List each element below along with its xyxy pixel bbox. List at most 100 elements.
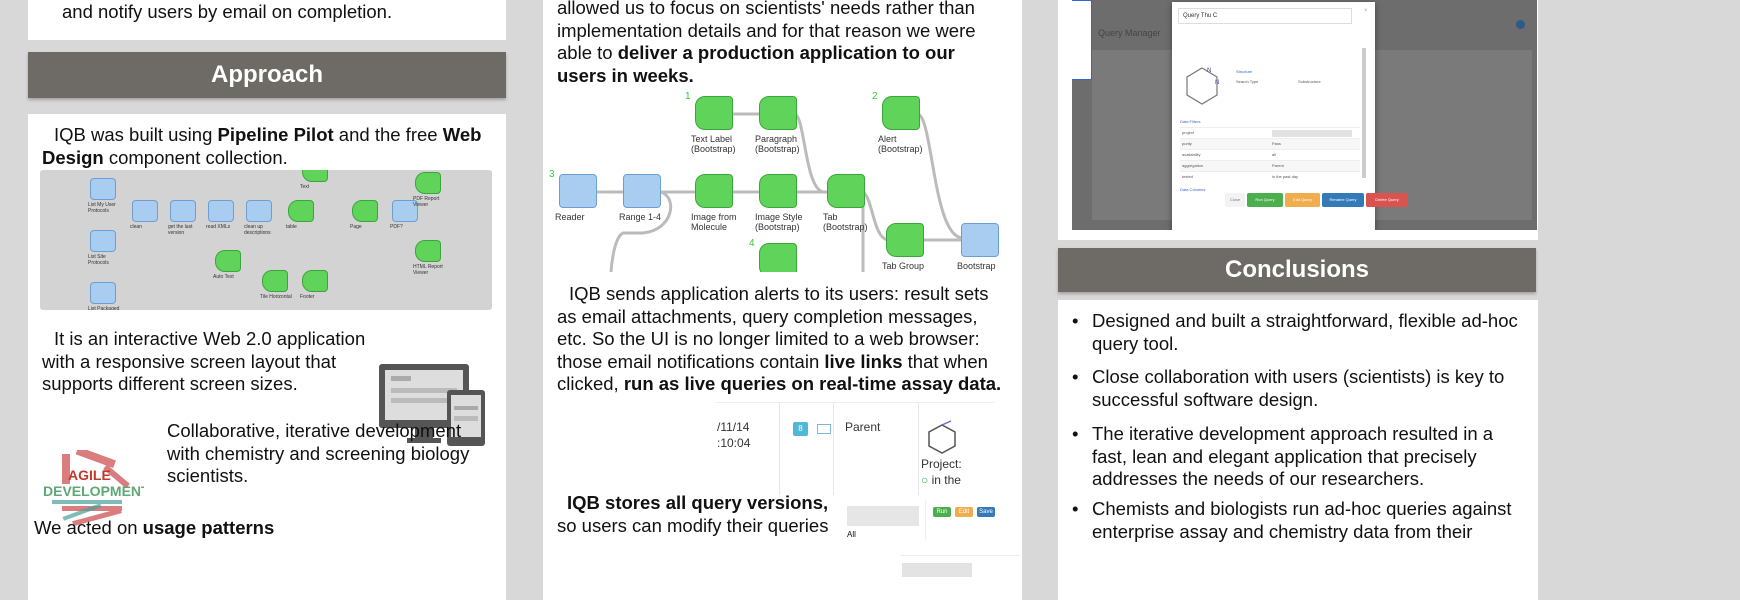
pipeline-node <box>623 174 661 208</box>
pipeline-node-label: clean up descriptions <box>244 224 271 236</box>
pipeline-node <box>695 96 733 130</box>
pipeline-node <box>886 223 924 257</box>
versions-all-label: All <box>847 530 856 539</box>
email-aggregation: Parent <box>845 420 881 434</box>
pipeline-node <box>827 174 865 208</box>
approach-header: Approach <box>28 52 506 98</box>
search-type-value: Substructure <box>1298 79 1321 84</box>
pipeline-node-label: Text Label (Bootstrap) <box>691 134 736 154</box>
pipeline-node-label: Range 1-4 <box>619 212 662 222</box>
pipeline-node <box>961 223 999 257</box>
pipeline-node-label: PDF? <box>390 224 403 230</box>
pipeline-node <box>415 172 441 194</box>
rename-query-button[interactable]: Rename Query <box>1322 193 1364 207</box>
columns-header: Data Columns <box>1180 187 1206 192</box>
approach-title: Approach <box>210 61 323 88</box>
pipeline-node <box>415 240 441 262</box>
help-icon[interactable] <box>1516 20 1525 29</box>
query-versions-snippet: Run <box>900 555 1020 600</box>
pipeline-node <box>302 170 328 182</box>
email-icon[interactable] <box>817 424 831 434</box>
pipeline-node-label: Tab Group (Bootstrap) <box>882 261 927 272</box>
pipeline-node-label: Tab (Bootstrap) <box>823 212 868 232</box>
weeks-delivery-text: allowed us to focus on scientists' needs… <box>557 0 976 86</box>
svg-text:N: N <box>1207 68 1211 74</box>
count-badge[interactable]: 8 <box>793 422 808 436</box>
svg-text:N: N <box>1215 80 1219 86</box>
modal-close-icon[interactable]: × <box>1364 8 1368 14</box>
pipeline-node-label: get the last version <box>168 224 193 236</box>
pipeline-node-label: table <box>286 224 297 230</box>
pipeline-node-label: PDF Report Viewer <box>413 196 440 208</box>
pipeline-node <box>90 230 116 252</box>
pipeline-node-label: Image from Molecule <box>691 212 737 232</box>
pipeline-node <box>262 270 288 292</box>
filter-key: aggregation <box>1182 163 1204 168</box>
filter-row: project <box>1180 127 1360 138</box>
email-project: Project: <box>921 457 962 471</box>
pipeline-node <box>90 282 116 304</box>
pipeline-node-label: clean <box>130 224 142 230</box>
pipeline-node-label: read XMLs <box>206 224 231 230</box>
pipeline-node <box>759 243 797 272</box>
left-top-text: and notify users by email on completion. <box>62 1 393 22</box>
pipeline-node <box>170 200 196 222</box>
edit-query-button[interactable]: Edit Query <box>1285 193 1320 207</box>
email-in-the: ○ in the <box>921 473 961 487</box>
conclusion-item: Chemists and biologists run ad-hoc queri… <box>1072 498 1522 543</box>
filter-key: tested <box>1182 174 1193 179</box>
pipeline-node-label: Image Style (Bootstrap) <box>755 212 803 232</box>
node-number: 3 <box>549 169 555 180</box>
pipeline-node <box>90 178 116 200</box>
pipeline-node <box>695 174 733 208</box>
pipeline-node-label: Text <box>300 184 310 190</box>
pipeline-node-label: Paragraph (Bootstrap) <box>755 134 800 154</box>
web20-text: It is an interactive Web 2.0 application… <box>42 328 366 394</box>
pyridazine-structure: NN <box>1186 67 1219 105</box>
pipeline-node <box>215 250 241 272</box>
pipeline-node-label: Alert (Bootstrap) <box>878 134 923 154</box>
pipeline-node <box>882 96 920 130</box>
pipeline-node-label: Tile Horizontal <box>260 294 292 300</box>
pipeline-node <box>759 174 797 208</box>
run-query-button[interactable]: Run Query <box>1247 193 1283 207</box>
pipeline-node <box>392 200 418 222</box>
pipeline-node-label: Page <box>350 224 362 230</box>
query-versions-text: IQB stores all query versions,so users c… <box>557 492 829 536</box>
filter-key: availability <box>1182 152 1201 157</box>
filter-value: all <box>1272 152 1277 157</box>
modal-title-field[interactable]: Query Thu C <box>1178 8 1352 24</box>
pipeline-node <box>759 96 797 130</box>
conclusion-item: The iterative development approach resul… <box>1072 423 1522 491</box>
edit-version-button[interactable]: Edit <box>955 507 973 517</box>
pipeline-node-label: List Packaged <box>88 306 120 310</box>
delete-query-button[interactable]: Delete Query <box>1366 193 1408 207</box>
filter-value: in the past day <box>1272 174 1299 179</box>
filter-value <box>1272 130 1352 137</box>
close-button[interactable]: Close <box>1225 193 1245 207</box>
pipeline-node <box>302 270 328 292</box>
pipeline-node <box>288 200 314 222</box>
pipeline-node-label: Footer <box>300 294 315 300</box>
save-version-button[interactable]: Save <box>977 507 995 517</box>
email-link-snippet: /11/14 :10:04 8 Parent Project: ○ in the <box>715 402 995 495</box>
conclusion-item: Close collaboration with users (scientis… <box>1072 366 1522 411</box>
conclusions-title: Conclusions <box>1224 256 1369 283</box>
filter-row: tested in the past day <box>1180 171 1360 182</box>
collab-text: Collaborative, iterative development wit… <box>167 420 470 486</box>
run-version-button[interactable]: Run <box>933 507 951 517</box>
molecule-structure-icon <box>928 420 956 454</box>
filter-value: Parent <box>1272 163 1284 168</box>
filters-header: Data Filters <box>1180 119 1201 124</box>
versions-table: Run Edit Save All <box>845 500 1020 540</box>
pipeline-node-label: Reader <box>555 212 585 222</box>
node-number: 2 <box>872 91 878 102</box>
pipeline-node <box>559 174 597 208</box>
filter-value: Pass <box>1272 141 1281 146</box>
agile-logo-text: AGILE <box>68 467 111 483</box>
conclusion-item: Designed and built a straightforward, fl… <box>1072 310 1522 355</box>
pipeline-node-label: List My User Protocols <box>88 202 116 214</box>
filter-row: aggregation Parent <box>1180 160 1360 171</box>
